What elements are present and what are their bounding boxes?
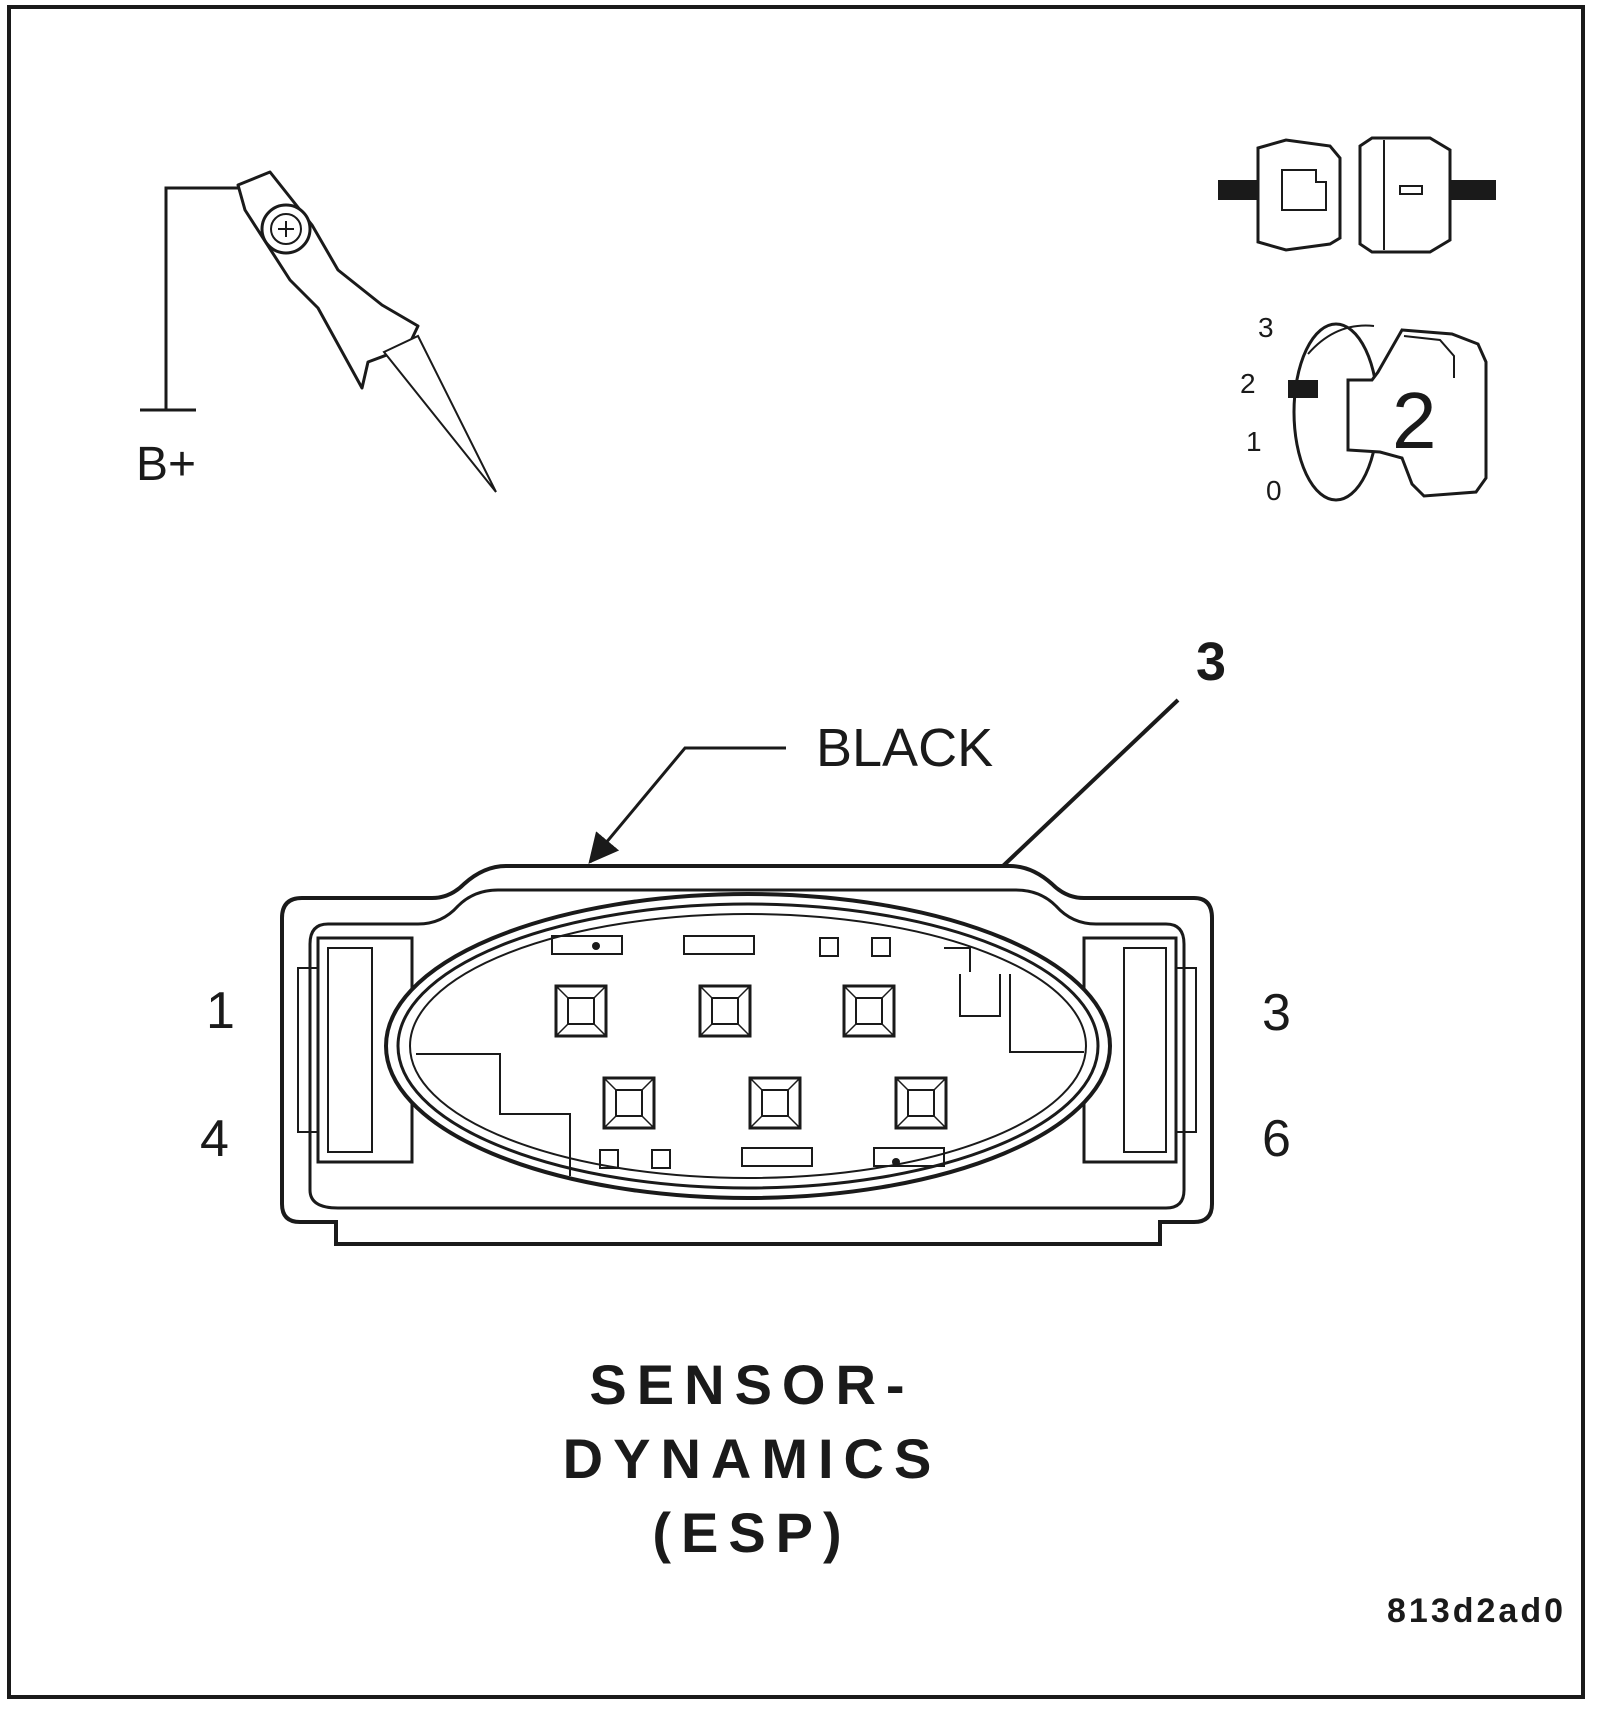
ignition-position-0: 0 [1266,475,1282,506]
connector-disconnect-icon [1218,136,1496,254]
cavity-label-1: 1 [206,982,235,1040]
cavity-label-3: 3 [1262,984,1291,1042]
ignition-position-2: 2 [1240,368,1256,399]
terminal-cavity [894,1076,948,1130]
figure-id: 813d2ad0 [1387,1592,1566,1630]
cavity-label-4: 4 [200,1110,229,1168]
ignition-switch-icon [1288,322,1488,502]
cavity-label-6: 6 [1262,1110,1291,1168]
ignition-position-1: 1 [1246,426,1262,457]
terminal-cavity [554,984,608,1038]
connector-color-label: BLACK [816,718,993,778]
test-probe-icon [140,170,497,493]
terminal-cavity [602,1076,656,1130]
connector-body [280,864,1214,1246]
terminal-cavity [698,984,752,1038]
ignition-position-3: 3 [1258,312,1274,343]
figure-border [7,5,1585,1699]
callout-number-3: 3 [1196,632,1226,692]
battery-positive-label: B+ [136,438,196,491]
terminal-cavity [748,1076,802,1130]
terminal-cavity-3 [842,984,896,1038]
caption-line-2: DYNAMICS [563,1427,942,1490]
ignition-key-number: 2 [1392,376,1437,465]
caption-line-3: (ESP) [652,1501,851,1564]
caption-line-1: SENSOR- [589,1353,914,1416]
color-leader-arrow [588,746,786,864]
